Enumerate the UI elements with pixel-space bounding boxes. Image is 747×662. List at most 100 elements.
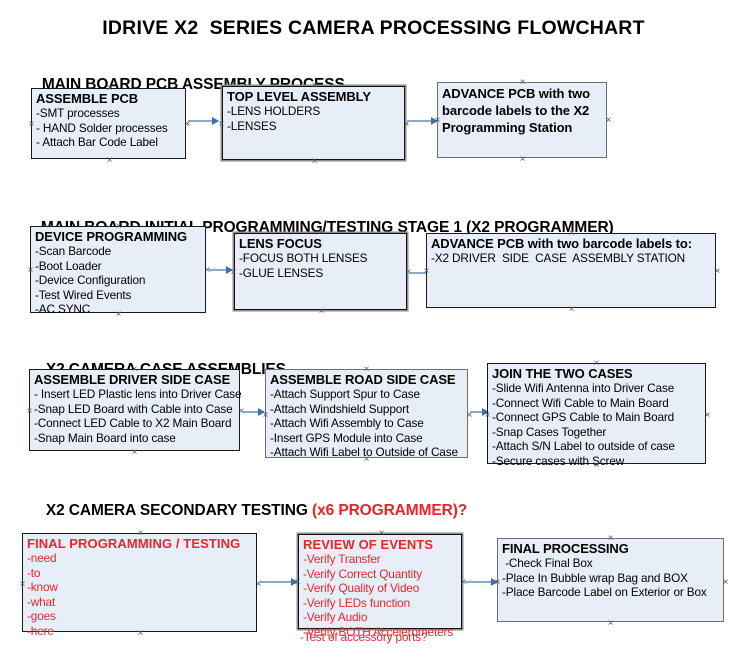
node-content: REVIEW OF EVENTS -Verify Transfer -Verif… bbox=[299, 535, 461, 639]
connection-handle-bottom[interactable] bbox=[114, 310, 123, 319]
node-join-the-two-cases[interactable]: JOIN THE TWO CASES -Slide Wifi Antenna i… bbox=[487, 363, 706, 468]
connector-shaft bbox=[464, 581, 497, 583]
section-heading-accent: (x6 PROGRAMMER)? bbox=[312, 502, 468, 519]
node-title: ASSEMBLE ROAD SIDE CASE bbox=[270, 372, 456, 387]
node-title: JOIN THE TWO CASES bbox=[492, 366, 633, 381]
node-line: -Snap Main Board into case bbox=[34, 430, 176, 445]
node-assemble-pcb[interactable]: ASSEMBLE PCB -SMT processes - HAND Solde… bbox=[31, 88, 186, 159]
connection-handle-top[interactable] bbox=[362, 365, 371, 374]
node-advance-pcb-to-programming-station[interactable]: ADVANCE PCB with two barcode labels to t… bbox=[437, 82, 607, 158]
node-content: ADVANCE PCB with two barcode labels to t… bbox=[438, 83, 606, 136]
node-line: -Verify LEDs function bbox=[303, 595, 411, 610]
connection-handle-left[interactable] bbox=[229, 268, 238, 277]
node-title: FINAL PROCESSING bbox=[502, 541, 629, 556]
node-line: - HAND Solder processes bbox=[36, 120, 168, 135]
connection-handle-right[interactable] bbox=[721, 578, 730, 587]
connection-handle-bottom[interactable] bbox=[606, 619, 615, 628]
node-line: -FOCUS BOTH LENSES bbox=[239, 251, 368, 265]
node-line: -Boot Loader bbox=[35, 258, 102, 273]
node-top-level-assembly[interactable]: TOP LEVEL ASSEMBLY -LENS HOLDERS -LENSES bbox=[222, 86, 405, 160]
node-line: -Attach S/N Label to outside of case bbox=[492, 439, 675, 453]
connector-shaft bbox=[242, 411, 264, 413]
node-assemble-driver-side-case[interactable]: ASSEMBLE DRIVER SIDE CASE - Insert LED P… bbox=[29, 369, 242, 451]
connection-handle-left[interactable] bbox=[18, 580, 27, 589]
connection-handle-bottom[interactable] bbox=[592, 461, 601, 470]
node-line: -Snap Cases Together bbox=[492, 424, 607, 439]
node-line: -to bbox=[27, 565, 41, 580]
connection-handle-top[interactable] bbox=[310, 81, 319, 90]
connection-handle-left[interactable] bbox=[493, 578, 502, 587]
node-title: ASSEMBLE PCB bbox=[36, 91, 139, 106]
node-line: -Device Configuration bbox=[35, 273, 146, 287]
connection-handle-top[interactable] bbox=[377, 529, 386, 538]
node-title: ADVANCE PCB with two barcode labels to t… bbox=[442, 86, 590, 135]
node-content: FINAL PROCESSING -Check Final Box -Place… bbox=[498, 539, 723, 600]
node-line: -Place Barcode Label on Exterior or Box bbox=[502, 585, 707, 599]
connection-handle-top[interactable] bbox=[114, 222, 123, 231]
page-title: IDRIVE X2 SERIES CAMERA PROCESSING FLOWC… bbox=[102, 17, 645, 39]
connection-handle-bottom[interactable] bbox=[105, 156, 114, 165]
connection-handle-left[interactable] bbox=[261, 411, 270, 420]
node-content: DEVICE PROGRAMMING -Scan Barcode -Boot L… bbox=[31, 227, 205, 317]
connection-handle-left[interactable] bbox=[293, 578, 302, 587]
connector-shaft bbox=[208, 269, 232, 271]
connection-handle-left[interactable] bbox=[26, 266, 35, 275]
connection-handle-top[interactable] bbox=[606, 534, 615, 543]
connection-handle-bottom[interactable] bbox=[317, 307, 326, 316]
connection-handle-right[interactable] bbox=[604, 116, 613, 125]
node-content: FINAL PROGRAMMING / TESTING -need -to -k… bbox=[23, 534, 256, 638]
connection-handle-top[interactable] bbox=[567, 229, 576, 238]
node-title: ADVANCE PCB with two barcode labels to: bbox=[431, 236, 692, 251]
node-line: -Scan Barcode bbox=[35, 244, 112, 258]
node-line: -Attach Windshield Support bbox=[270, 401, 410, 416]
node-assemble-road-side-case[interactable]: ASSEMBLE ROAD SIDE CASE -Attach Support … bbox=[265, 369, 468, 459]
node-content: ASSEMBLE DRIVER SIDE CASE - Insert LED P… bbox=[30, 370, 242, 445]
connection-handle-right[interactable] bbox=[703, 411, 712, 420]
connection-handle-left[interactable] bbox=[422, 267, 431, 276]
connection-handle-top[interactable] bbox=[105, 84, 114, 93]
node-line: -Verify Correct Quantity bbox=[303, 566, 422, 581]
connection-handle-left[interactable] bbox=[27, 120, 36, 129]
node-advance-pcb-to-driver-side-case[interactable]: ADVANCE PCB with two barcode labels to: … bbox=[426, 233, 716, 308]
connection-handle-left[interactable] bbox=[433, 116, 442, 125]
connection-handle-top[interactable] bbox=[136, 529, 145, 538]
node-line: -Verify BOTH Accelerometers bbox=[303, 624, 454, 639]
node-title: FINAL PROGRAMMING / TESTING bbox=[27, 536, 241, 551]
connection-handle-bottom[interactable] bbox=[567, 305, 576, 314]
node-line: -Attach Wifi Assembly to Case bbox=[270, 416, 424, 430]
node-review-of-events[interactable]: REVIEW OF EVENTS -Verify Transfer -Verif… bbox=[298, 534, 462, 639]
node-line: -Slide Wifi Antenna into Driver Case bbox=[492, 381, 675, 395]
connection-handle-left[interactable] bbox=[25, 407, 34, 416]
node-line: -Attach Wifi Label to Outside of Case bbox=[270, 445, 458, 459]
connection-handle-top[interactable] bbox=[518, 78, 527, 87]
node-line: -GLUE LENSES bbox=[239, 265, 324, 280]
connection-handle-top[interactable] bbox=[130, 365, 139, 374]
connection-handle-bottom[interactable] bbox=[310, 157, 319, 166]
node-line: -Insert GPS Module into Case bbox=[270, 430, 423, 445]
connection-handle-bottom[interactable] bbox=[362, 455, 371, 464]
connection-handle-left[interactable] bbox=[217, 120, 226, 129]
connection-handle-right[interactable] bbox=[713, 267, 722, 276]
node-final-processing[interactable]: FINAL PROCESSING -Check Final Box -Place… bbox=[497, 538, 724, 622]
connection-handle-bottom[interactable] bbox=[130, 448, 139, 457]
node-title: TOP LEVEL ASSEMBLY bbox=[227, 89, 371, 104]
connector-final-programming-to-review-of-events bbox=[259, 577, 298, 586]
connector-shaft bbox=[259, 581, 297, 583]
node-device-programming[interactable]: DEVICE PROGRAMMING -Scan Barcode -Boot L… bbox=[30, 226, 206, 316]
node-line: - Attach Bar Code Label bbox=[36, 135, 158, 149]
connector-assemble-pcb-to-top-level-assembly bbox=[188, 116, 219, 125]
node-line: -LENSES bbox=[227, 118, 277, 133]
connection-handle-bottom[interactable] bbox=[518, 155, 527, 164]
node-final-programming-testing[interactable]: FINAL PROGRAMMING / TESTING -need -to -k… bbox=[22, 533, 257, 638]
node-line: -what bbox=[27, 594, 56, 609]
node-line: -Verify Audio bbox=[303, 610, 368, 624]
connection-handle-left[interactable] bbox=[483, 411, 492, 420]
connection-handle-top[interactable] bbox=[592, 359, 601, 368]
connection-handle-bottom[interactable] bbox=[136, 629, 145, 638]
arrowhead-icon bbox=[212, 116, 219, 125]
node-lens-focus[interactable]: LENS FOCUS -FOCUS BOTH LENSES -GLUE LENS… bbox=[234, 233, 407, 310]
node-title: REVIEW OF EVENTS bbox=[303, 537, 434, 552]
node-line: - Insert LED Plastic lens into Driver Ca… bbox=[34, 387, 242, 401]
connection-handle-top[interactable] bbox=[317, 228, 326, 237]
node-line: -Snap LED Board with Cable into Case bbox=[34, 401, 233, 416]
